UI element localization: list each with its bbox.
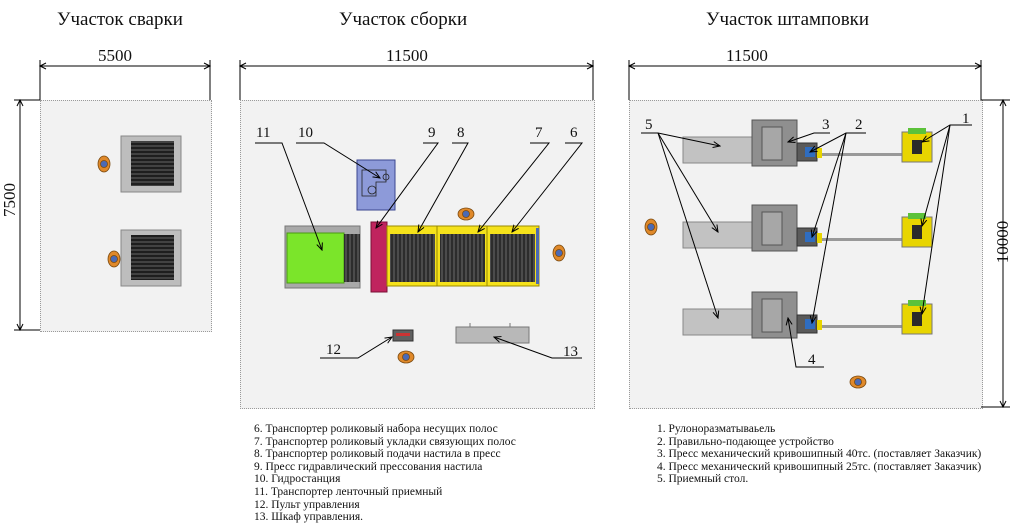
stamping-title: Участок штамповки [706, 9, 870, 30]
callout-11: 11 [256, 125, 271, 141]
hydraulic-press [370, 221, 388, 293]
callout-3: 3 [822, 117, 830, 133]
welding-width-dimension: 5500 [98, 46, 132, 65]
legend-item: 1. Рулоноразматываьель [657, 423, 776, 435]
callout-5: 5 [645, 117, 653, 133]
callout-1: 1 [962, 111, 970, 127]
stamping-legend: 1. Рулоноразматываьель 2. Правильно-пода… [657, 423, 981, 486]
legend-item: 2. Правильно-подающее устройство [657, 435, 834, 448]
legend-item: 6. Транспортер роликовый набора несущих … [254, 423, 498, 435]
welding-table-2 [120, 229, 182, 287]
assembly-width-dimension: 11500 [386, 46, 428, 65]
legend-item: 11. Транспортер ленточный приемный [254, 485, 443, 498]
callout-10: 10 [298, 125, 313, 141]
callout-4: 4 [808, 352, 816, 368]
bearing-strip-roller-conveyor [486, 225, 540, 287]
callout-7: 7 [535, 125, 543, 141]
legend-item: 7. Транспортер роликовый укладки связующ… [254, 435, 516, 448]
leader-lines [255, 124, 972, 368]
assembly-legend: 6. Транспортер роликовый набора несущих … [254, 423, 516, 524]
stamping-width-dimension: 11500 [726, 46, 768, 65]
callout-9: 9 [428, 125, 436, 141]
stamping-line-1 [682, 119, 933, 167]
legend-item: 10. Гидростанция [254, 473, 341, 486]
callout-12: 12 [326, 342, 341, 358]
callout-13: 13 [563, 344, 578, 360]
legend-item: 8. Транспортер роликовый подачи настила … [254, 448, 501, 461]
stamping-line-3 [682, 291, 933, 339]
assembly-title: Участок сборки [339, 9, 468, 30]
worker-icon [97, 155, 867, 389]
callout-8: 8 [457, 125, 465, 141]
hydraulic-station [356, 159, 396, 211]
legend-item: 13. Шкаф управления. [254, 511, 364, 524]
welding-title: Участок сварки [57, 9, 183, 30]
legend-item: 5. Приемный стол. [657, 473, 749, 486]
callout-2: 2 [855, 117, 863, 133]
stamping-line-2 [682, 204, 933, 252]
feed-roller-conveyor [386, 225, 438, 287]
laying-roller-conveyor [436, 225, 488, 287]
legend-item: 9. Пресс гидравлический прессования наст… [254, 460, 483, 473]
welding-table-1 [120, 135, 182, 193]
callout-6: 6 [570, 125, 578, 141]
legend-item: 3. Пресс механический кривошипный 40тс. … [657, 448, 982, 461]
control-panel [392, 329, 414, 342]
dimension-lines [14, 60, 1010, 409]
legend-item: 12. Пульт управления [254, 498, 360, 511]
receiving-belt-conveyor [284, 225, 361, 289]
control-cabinet [455, 323, 530, 344]
legend-item: 4. Пресс механический кривошипный 25тс. … [657, 460, 982, 473]
